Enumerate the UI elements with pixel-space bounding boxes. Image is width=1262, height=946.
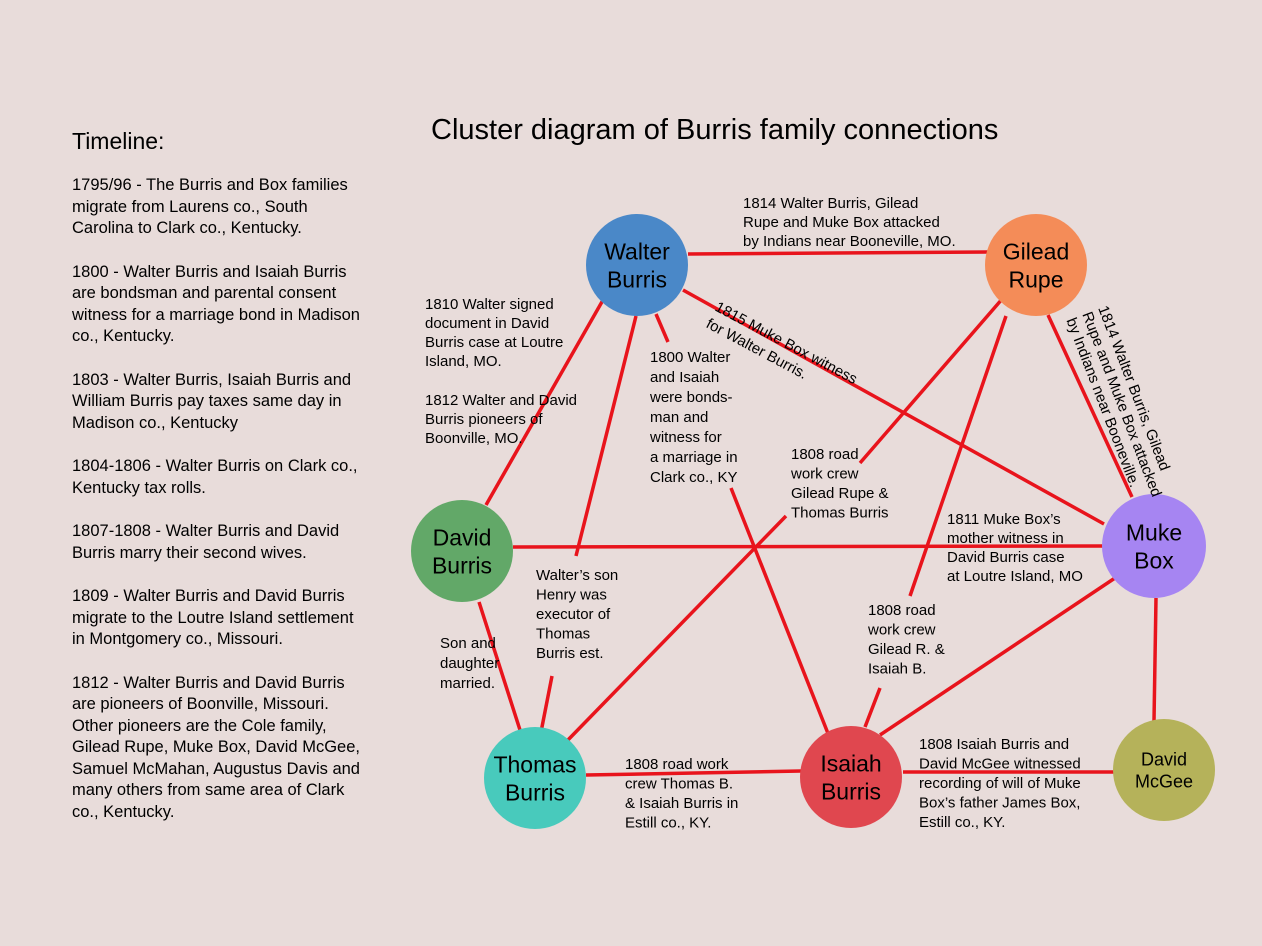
node-label-thomas: Burris — [505, 779, 565, 805]
node-gilead: GileadRupe — [985, 214, 1087, 316]
node-circle-thomas — [484, 727, 586, 829]
node-label-walter: Walter — [604, 238, 670, 264]
node-label-walter: Burris — [607, 266, 667, 292]
connection-david-thomas — [477, 601, 522, 731]
connection-walter-isaiah — [654, 313, 670, 343]
timeline-entry-1807: 1807-1808 - Walter Burris and David Burr… — [72, 522, 340, 562]
connection-walter-thomas — [574, 315, 638, 557]
connection-walter-isaiah-b — [729, 487, 831, 737]
connection-gilead-thomas-b — [564, 514, 788, 744]
timeline-heading: Timeline: — [72, 128, 165, 154]
connection-walter-gilead — [687, 250, 989, 256]
node-label-david: Burris — [432, 552, 492, 578]
connection-gilead-muke — [1046, 314, 1134, 498]
connection-walter-muke — [682, 288, 1105, 526]
node-circle-gilead — [985, 214, 1087, 316]
node-circle-walter — [586, 214, 688, 316]
timeline-entry-1800: 1800 - Walter Burris and Isaiah Burris a… — [72, 262, 360, 346]
node-label-gilead: Rupe — [1009, 266, 1064, 292]
connection-walter-david — [484, 299, 605, 506]
connection-walter-thomas-b — [539, 675, 554, 733]
node-label-gilead: Gilead — [1003, 238, 1069, 264]
node-circle-mcgee — [1113, 719, 1215, 821]
node-label-muke: Box — [1134, 547, 1174, 573]
timeline-entry-1804: 1804-1806 - Walter Burris on Clark co., … — [72, 457, 358, 497]
node-circle-muke — [1102, 494, 1206, 598]
connection-gilead-isaiah-b — [863, 687, 882, 728]
node-circle-david — [411, 500, 513, 602]
connection-label-gilead-muke: 1814 Walter Burris, GileadRupe and Muke … — [1063, 303, 1181, 505]
timeline-entry-1812: 1812 - Walter Burris and David Burris ar… — [72, 673, 360, 821]
connection-lines — [477, 250, 1158, 777]
node-label-isaiah: Burris — [821, 778, 881, 804]
timeline-entry-1795: 1795/96 - The Burris and Box families mi… — [72, 176, 348, 237]
timeline-entry-1803: 1803 - Walter Burris, Isaiah Burris and … — [72, 370, 352, 432]
node-label-muke: Muke — [1126, 519, 1182, 545]
diagram-title: Cluster diagram of Burris family connect… — [431, 114, 999, 146]
connection-thomas-isaiah — [585, 769, 802, 777]
node-label-thomas: Thomas — [493, 751, 576, 777]
person-nodes: WalterBurrisGileadRupeDavidBurrisMukeBox… — [411, 214, 1215, 829]
connection-gilead-thomas — [858, 296, 1005, 465]
timeline-entry-1809: 1809 - Walter Burris and David Burris mi… — [72, 587, 354, 648]
node-label-mcgee: David — [1141, 750, 1187, 770]
node-label-mcgee: McGee — [1135, 771, 1193, 791]
node-label-david: David — [433, 524, 492, 550]
connection-gilead-isaiah — [908, 315, 1008, 597]
node-label-isaiah: Isaiah — [820, 750, 881, 776]
connection-muke-mcgee — [1152, 597, 1158, 722]
timeline-panel: Timeline: 1795/96 - The Burris and Box f… — [72, 128, 402, 845]
connection-david-muke — [512, 544, 1104, 549]
connection-isaiah-muke — [879, 576, 1116, 737]
node-circle-isaiah — [800, 726, 902, 828]
